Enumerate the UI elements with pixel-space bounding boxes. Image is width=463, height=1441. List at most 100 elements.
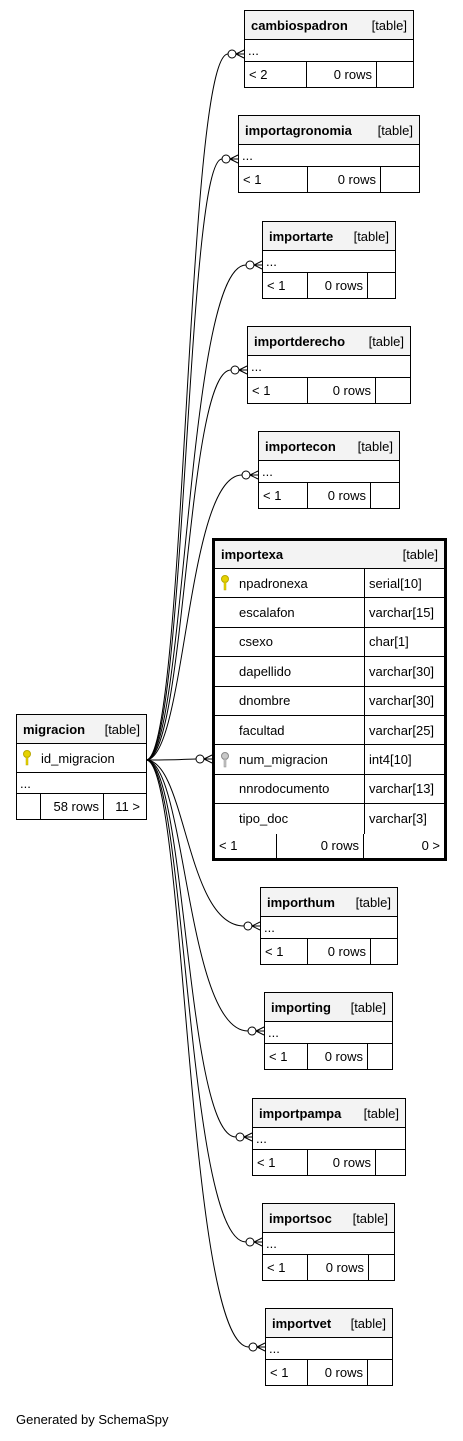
ellipsis: ... (242, 148, 253, 163)
table-migracion[interactable]: migracion [table] id_migracion ... 58 ro… (16, 714, 147, 820)
table-header: importderecho[table] (248, 327, 410, 356)
crowfoot-marker (256, 1342, 266, 1352)
row-count: 0 rows (307, 62, 377, 87)
column-name: facultad (235, 715, 365, 745)
table-name: importarte (269, 228, 334, 244)
column-type: varchar[25] (369, 722, 435, 738)
column-name: dapellido (235, 657, 365, 686)
table-header: importpampa[table] (253, 1099, 405, 1128)
row-count: 0 rows (308, 483, 371, 508)
table-kind: [table] (350, 1315, 386, 1331)
children-count (371, 483, 399, 508)
parents-count: < 2 (245, 62, 307, 87)
table-kind: [table] (352, 1210, 388, 1226)
table-kind: [table] (353, 228, 389, 244)
ellipsis-row: ... (239, 145, 419, 167)
column-name: nnrodocumento (235, 774, 365, 804)
ellipsis-row: ... (266, 1338, 392, 1360)
zero-cardinality-marker (247, 1026, 257, 1036)
children-count (369, 1255, 394, 1280)
table-footer: < 1 0 rows 0 > (215, 833, 444, 858)
ellipsis-row: ... (248, 356, 410, 378)
table-footer: 58 rows 11 > (17, 794, 146, 819)
crowfoot-marker (203, 754, 213, 764)
row-count: 0 rows (308, 1150, 376, 1175)
relationship-line (145, 53, 229, 761)
zero-cardinality-marker (243, 921, 253, 931)
children-count (368, 273, 395, 298)
zero-cardinality-marker (241, 470, 251, 480)
column-name: escalafon (235, 598, 365, 627)
crowfoot-marker (255, 1026, 265, 1036)
crowfoot-marker (243, 1132, 253, 1142)
primary-key-icon (17, 744, 37, 772)
column-name: csexo (235, 627, 365, 657)
footer-generated-by: Generated by SchemaSpy (16, 1412, 169, 1427)
column-type: varchar[13] (369, 781, 435, 797)
table-kind: [table] (377, 122, 413, 138)
children-count (381, 167, 419, 192)
children-count (368, 1044, 392, 1069)
ellipsis-row: ... (253, 1128, 405, 1150)
crowfoot-marker (251, 921, 261, 931)
column-name: num_migracion (235, 745, 365, 774)
ellipsis-row: ... (245, 40, 413, 62)
table-header: importsoc[table] (263, 1204, 394, 1233)
table-header: cambiospadron[table] (245, 11, 413, 40)
table-kind: [table] (368, 333, 404, 349)
zero-cardinality-marker (248, 1342, 258, 1352)
column-type: varchar[30] (369, 693, 435, 709)
children-count (376, 378, 410, 403)
table-name: importagronomia (245, 122, 352, 138)
table-kind: [table] (104, 721, 140, 737)
relationship-line (145, 759, 247, 1243)
ellipsis: ... (266, 1236, 277, 1251)
ellipsis: ... (248, 43, 259, 58)
table-name: importexa (221, 547, 284, 562)
relationship-line (145, 759, 249, 1032)
table-header: importhum[table] (261, 888, 397, 917)
table-kind: [table] (363, 1105, 399, 1121)
no-key-spacer (215, 598, 235, 626)
row-count: 0 rows (277, 833, 364, 858)
ellipsis-row: ... (265, 1022, 392, 1044)
column-type: serial[10] (369, 575, 422, 591)
crowfoot-marker (249, 470, 259, 480)
parents-count: < 1 (263, 1255, 308, 1280)
column-type: varchar[3] (369, 811, 427, 827)
ellipsis-row: ... (263, 251, 395, 273)
table-kind: [table] (350, 999, 386, 1015)
ellipsis: ... (266, 254, 277, 269)
column-row: id_migracion (17, 744, 146, 773)
column-type: varchar[15] (369, 605, 435, 621)
relationship-line (145, 759, 250, 1348)
relationship-line (145, 759, 237, 1138)
column-name: tipo_doc (235, 804, 365, 834)
ellipsis-row: ... (259, 461, 399, 483)
zero-cardinality-marker (221, 154, 231, 164)
table-name: importecon (265, 438, 336, 454)
crowfoot-marker (235, 49, 245, 59)
children-count (376, 1150, 405, 1175)
